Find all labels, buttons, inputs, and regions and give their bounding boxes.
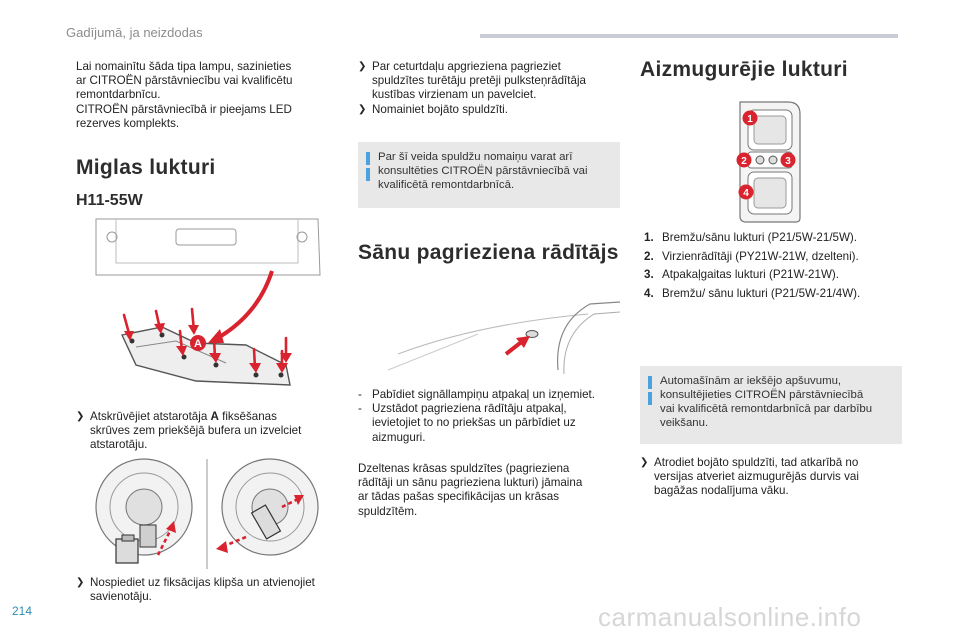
rear-light-illustration: 1 2 3 4 <box>736 101 801 223</box>
bumper-reflector-illustration: A <box>76 215 338 390</box>
intro-line: rezerves komplekts. <box>76 116 180 130</box>
step-turn-holder: ❯ Par ceturtdaļu apgrieziena pagrieziet … <box>358 60 586 116</box>
list-item: 3.Atpakaļgaitas lukturi (P21W-21W). <box>644 268 839 281</box>
list-item: 1.Bremžu/sānu lukturi (P21/5W-21/5W). <box>644 231 858 244</box>
subsection-title-h11: H11-55W <box>76 192 143 209</box>
side-indicator-steps: - Pabīdiet signāllampiņu atpakaļ un izņe… <box>358 388 595 444</box>
page-header-title: Gadījumā, ja neizdodas <box>66 25 203 40</box>
note-info-bar <box>366 168 370 181</box>
section-title-side-indicator: Sānu pagrieziena rādītājs <box>358 241 619 264</box>
step-marker: ❯ <box>640 457 649 468</box>
watermark: carmanualsonline.info <box>598 602 862 632</box>
step-marker: ❯ <box>76 577 85 588</box>
step-press-clip: ❯ Nospiediet uz fiksācijas klipša un atv… <box>76 576 315 604</box>
step-marker: ❯ <box>358 61 367 72</box>
intro-text: Lai nomainītu šāda tipa lampu, sazinieti… <box>76 60 336 131</box>
note-info-bar <box>648 392 652 405</box>
amber-bulb-paragraph: Dzeltenas krāsas spuldzītes (pagrieziena… <box>358 462 583 518</box>
step-marker: ❯ <box>76 411 85 422</box>
callout-1: 1 <box>747 114 753 125</box>
note-info-bar <box>648 376 652 389</box>
side-indicator-illustration <box>358 284 620 374</box>
note-box-interior-trim: Automašīnām ar iekšējo apšuvumu, konsult… <box>640 366 902 444</box>
list-item: 2.Virzienrādītāji (PY21W-21W, dzelteni). <box>644 250 859 263</box>
dash-marker: - <box>358 402 362 416</box>
dash-marker: - <box>358 388 362 401</box>
callout-3: 3 <box>785 156 791 167</box>
fog-lamp-connector-illustration <box>76 455 338 573</box>
step-marker: ❯ <box>358 103 367 115</box>
step-locate-bulb: ❯ Atrodiet bojāto spuldzīti, tad atkarīb… <box>640 456 859 498</box>
callout-4: 4 <box>743 188 749 199</box>
callout-2: 2 <box>741 156 747 167</box>
section-title-fog-lights: Miglas lukturi <box>76 156 216 179</box>
header-bar <box>480 34 898 38</box>
note-info-bar <box>366 152 370 165</box>
intro-line: CITROËN pārstāvniecībā ir pieejams LED <box>76 102 292 116</box>
list-item: 4.Bremžu/ sānu lukturi (P21/5W-21/4W). <box>644 287 861 300</box>
section-title-rear-lights: Aizmugurējie lukturi <box>640 58 848 81</box>
intro-line: remontdarbnīcu. <box>76 88 161 102</box>
intro-line: ar CITROËN pārstāvniecību vai kvalificēt… <box>76 74 293 88</box>
step-unscrew-reflector: ❯ Atskrūvējiet atstarotāja A fiksēšanas … <box>76 410 302 452</box>
page-number: 214 <box>12 604 33 618</box>
note-box-bulb-replacement: Par šī veida spuldžu nomaiņu varat arī k… <box>358 142 620 208</box>
intro-line: Lai nomainītu šāda tipa lampu, sazinieti… <box>76 60 292 73</box>
figure-callout-a: A <box>194 338 202 350</box>
